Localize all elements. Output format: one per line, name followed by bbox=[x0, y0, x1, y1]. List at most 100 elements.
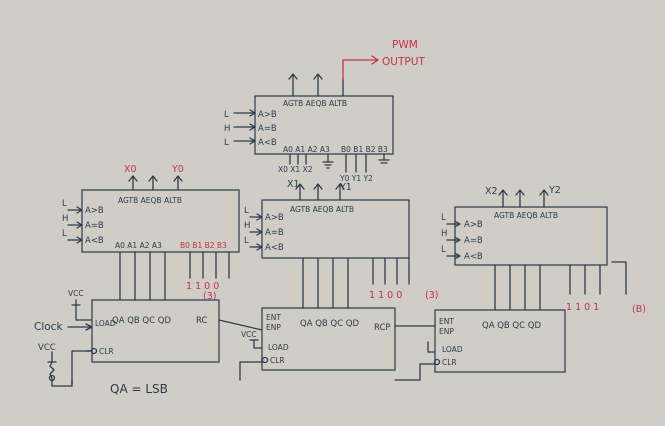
right-counter-body bbox=[434, 309, 566, 373]
mid-in-eq: A=B bbox=[265, 228, 284, 238]
top-b-vals: Y0 Y1 Y2 bbox=[339, 174, 373, 183]
mid-level-lt: L bbox=[244, 236, 249, 246]
clr-switch bbox=[48, 374, 56, 382]
left-level-gt: L bbox=[62, 199, 67, 209]
left-counter-q-pins: QA QB QC QD bbox=[112, 316, 171, 326]
right-level-eq: H bbox=[441, 229, 447, 239]
mid-counter-body bbox=[261, 307, 396, 371]
top-in-gt: A>B bbox=[258, 110, 277, 120]
left-b-bits: 1 1 0 0 bbox=[186, 281, 219, 292]
right-input-arrows bbox=[446, 220, 461, 260]
right-in-lt: A<B bbox=[464, 252, 483, 262]
top-a-pins: A0 A1 A2 A3 bbox=[283, 145, 330, 154]
left-out-x: X0 bbox=[124, 164, 137, 175]
left-in-gt: A>B bbox=[85, 206, 104, 216]
top-agtb-arrow bbox=[288, 73, 298, 97]
right-counter-load: LOAD bbox=[442, 345, 463, 354]
top-in-eq: A=B bbox=[258, 124, 277, 134]
pwm-output-group: PWM OUTPUT bbox=[342, 39, 425, 81]
mid-output-arrows bbox=[295, 183, 345, 201]
clock-wire bbox=[67, 323, 93, 331]
right-level-lt: L bbox=[441, 245, 446, 255]
mid-input-arrows bbox=[249, 213, 263, 251]
top-comparator: AGTB AEQB ALTB L H L A>B A=B A<B A0 A1 A… bbox=[224, 73, 394, 183]
left-vcc-wire bbox=[71, 299, 93, 321]
right-comparator-outputs: AGTB AEQB ALTB bbox=[494, 211, 558, 220]
left-level-lt: L bbox=[62, 229, 67, 239]
mid-level-eq: H bbox=[244, 221, 250, 231]
mid-out-y: Y1 bbox=[339, 182, 352, 193]
right-comparator: AGTB AEQB ALTB X2 Y2 L H L A>B A=B A<B 1… bbox=[441, 185, 646, 315]
top-comparator-body bbox=[254, 95, 394, 155]
right-output-arrows bbox=[498, 189, 549, 208]
top-in-lt: A<B bbox=[258, 138, 277, 148]
mid-counter: ENT ENP VCC LOAD CLR QA QB QC QD RCP bbox=[241, 307, 436, 371]
mid-counter-q-pins: QA QB QC QD bbox=[300, 319, 359, 329]
left-out-y: Y0 bbox=[171, 164, 184, 175]
mid-counter-load: LOAD bbox=[268, 343, 289, 352]
left-b-value: (3) bbox=[203, 291, 216, 302]
mid-in-lt: A<B bbox=[265, 243, 284, 253]
left-input-arrows bbox=[67, 206, 83, 244]
left-counter-body bbox=[91, 299, 220, 363]
top-aeqb-arrow bbox=[313, 73, 323, 97]
right-in-gt: A>B bbox=[464, 220, 483, 230]
right-in-eq: A=B bbox=[464, 236, 483, 246]
left-counter: VCC Clock LOAD CLR QA QB QC QD RC bbox=[34, 289, 263, 363]
mid-counter-ent: ENT bbox=[266, 313, 281, 322]
left-counter-load: LOAD bbox=[95, 319, 116, 328]
clr-pullup-wire bbox=[47, 350, 93, 387]
mid-b-value: (3) bbox=[425, 290, 438, 301]
mid-clr-bubble bbox=[261, 356, 269, 364]
left-b-pins: B0 B1 B2 B3 bbox=[180, 241, 227, 250]
top-level-gt: L bbox=[224, 110, 229, 120]
mid-counter-vcc: VCC bbox=[241, 330, 257, 339]
left-counter-rc: RC bbox=[196, 316, 207, 326]
output-label: OUTPUT bbox=[382, 56, 425, 68]
mid-pin-wires bbox=[302, 257, 410, 309]
top-level-lt: L bbox=[224, 138, 229, 148]
mid-out-x: X1 bbox=[287, 179, 300, 190]
right-counter: ENT ENP LOAD CLR QA QB QC QD bbox=[427, 309, 566, 373]
mid-counter-clr: CLR bbox=[270, 356, 285, 365]
mid-counter-rc: RCP bbox=[374, 323, 391, 333]
lsb-note: QA = LSB bbox=[110, 382, 168, 396]
top-pin-wires bbox=[289, 153, 367, 173]
left-comparator-body bbox=[81, 189, 240, 253]
bottom-vcc-label: VCC bbox=[38, 343, 56, 353]
left-comparator: AGTB AEQB ALTB X0 Y0 L H L A>B A=B A<B A… bbox=[62, 164, 240, 302]
right-comparator-body bbox=[454, 206, 608, 266]
right-counter-ent: ENT bbox=[439, 317, 454, 326]
mid-comparator: AGTB AEQB ALTB X1 Y1 L H L A>B A=B A<B 1… bbox=[244, 179, 438, 309]
right-counter-enp: ENP bbox=[439, 327, 454, 336]
left-in-eq: A=B bbox=[85, 221, 104, 231]
right-b-value: (B) bbox=[632, 304, 646, 315]
pwm-label: PWM bbox=[392, 39, 418, 51]
top-a-vals: X0 X1 X2 bbox=[278, 165, 313, 174]
right-counter-clr: CLR bbox=[442, 358, 457, 367]
left-rc-wire bbox=[218, 319, 263, 331]
right-level-gt: L bbox=[441, 213, 446, 223]
right-b-bits: 1 1 0 1 bbox=[566, 302, 599, 313]
top-ground-symbols bbox=[322, 153, 390, 169]
right-counter-q-pins: QA QB QC QD bbox=[482, 321, 541, 331]
left-a-pins: A0 A1 A2 A3 bbox=[115, 241, 162, 250]
mid-counter-enp: ENP bbox=[266, 323, 281, 332]
right-load-wire bbox=[427, 341, 436, 353]
top-comparator-outputs: AGTB AEQB ALTB bbox=[283, 99, 347, 108]
mid-b-bits: 1 1 0 0 bbox=[369, 290, 402, 301]
left-pin-wires bbox=[119, 251, 230, 301]
mid-level-gt: L bbox=[244, 206, 249, 216]
left-counter-vcc: VCC bbox=[68, 289, 84, 298]
mid-vcc-wire bbox=[249, 339, 263, 349]
mid-comparator-body bbox=[261, 199, 410, 259]
top-level-eq: H bbox=[224, 124, 230, 134]
top-b-pins: B0 B1 B2 B3 bbox=[341, 145, 388, 154]
left-comparator-outputs: AGTB AEQB ALTB bbox=[118, 196, 182, 205]
right-out-y: Y2 bbox=[548, 185, 561, 196]
clock-label: Clock bbox=[34, 321, 63, 333]
right-pin-wires bbox=[494, 261, 627, 311]
pwm-output-wire bbox=[342, 55, 379, 81]
